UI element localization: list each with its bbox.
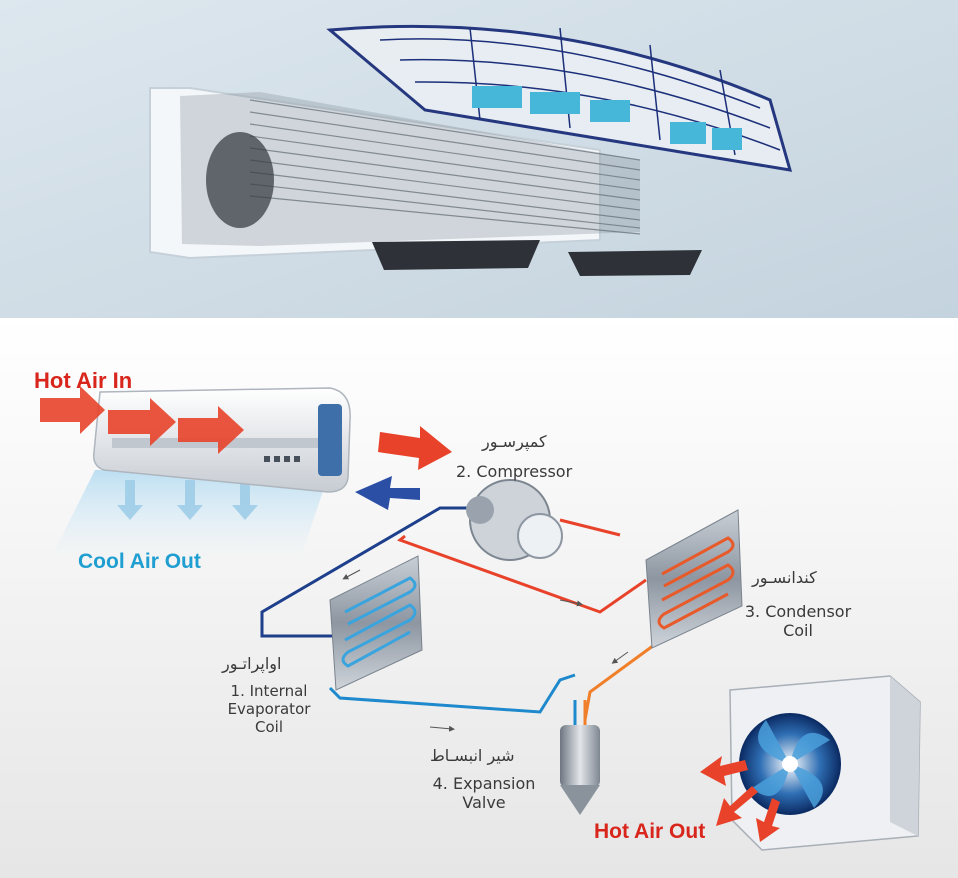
compressor-label-en: 2. Compressor <box>456 462 572 481</box>
hot-air-out-label: Hot Air Out <box>594 820 705 844</box>
compressor-label-fa: کمپرسـور <box>482 432 547 451</box>
evaporator-label-fa: اواپراتـور <box>222 654 281 673</box>
cool-air-out-label: Cool Air Out <box>78 550 201 574</box>
hot-air-in-label: Hot Air In <box>34 368 132 394</box>
valve-label-fa: شیر انبسـاط <box>430 746 515 765</box>
condensor-label-line1: 3. Condensor <box>738 602 858 621</box>
valve-label-line1: 4. Expansion <box>422 774 546 793</box>
valve-label-en: 4. Expansion Valve <box>422 774 546 812</box>
evaporator-label-line1: 1. Internal <box>212 682 326 700</box>
evaporator-label-en: 1. Internal Evaporator Coil <box>212 682 326 736</box>
valve-label-line2: Valve <box>422 793 546 812</box>
condensor-label-fa: کندانسـور <box>752 568 817 587</box>
evaporator-label-line3: Coil <box>212 718 326 736</box>
condensor-label-en: 3. Condensor Coil <box>738 602 858 640</box>
condensor-label-line2: Coil <box>738 621 858 640</box>
evaporator-label-line2: Evaporator <box>212 700 326 718</box>
